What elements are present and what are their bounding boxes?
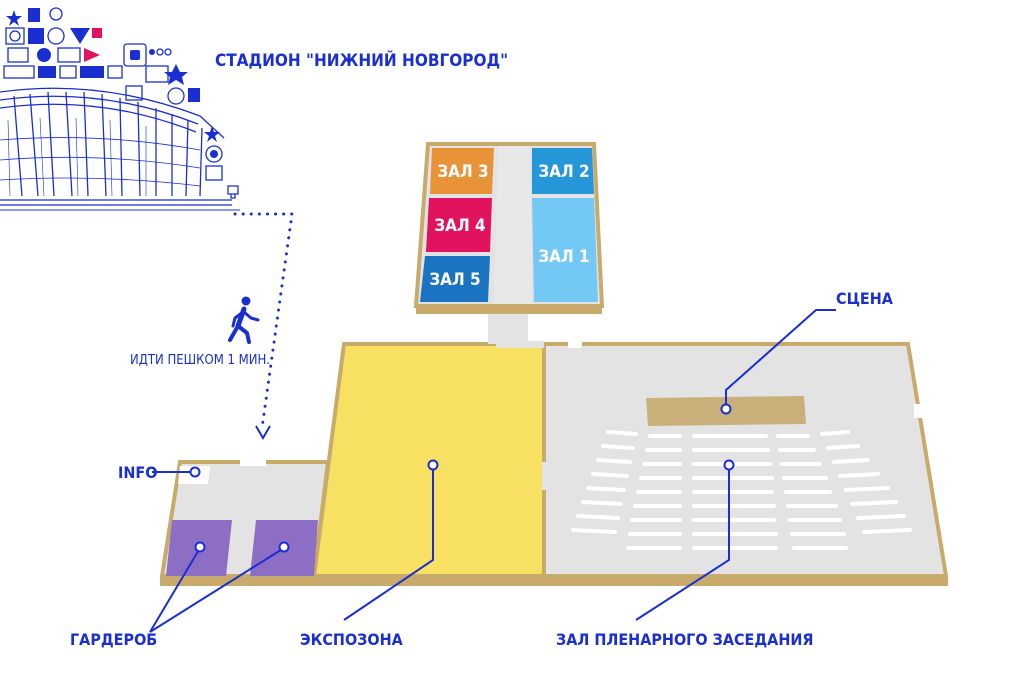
hall-zal1-label: ЗАЛ 1: [538, 247, 589, 267]
seating-block-1: [571, 430, 638, 534]
info-label: INFO: [118, 463, 157, 482]
expo-zone: [311, 342, 546, 578]
walk-path: [233, 212, 294, 440]
hall-zal2-label: ЗАЛ 2: [538, 162, 589, 182]
upper-halls: [413, 142, 605, 344]
hall-zal5: [420, 256, 490, 302]
stadium-illustration: [0, 7, 240, 211]
seating-block-2: [626, 434, 682, 550]
hall-zal4-label: ЗАЛ 4: [434, 216, 485, 236]
hall-zal3: [430, 148, 494, 194]
wardrobe-label: ГАРДЕРОБ: [70, 630, 157, 649]
sport-icons-mosaic: [3, 7, 239, 199]
hall-zal1: [532, 198, 598, 302]
walk-time-label: ИДТИ ПЕШКОМ 1 МИН.: [130, 353, 270, 368]
hall-zal4: [426, 198, 492, 252]
stage-label: СЦЕНА: [836, 289, 894, 308]
corridor: [488, 306, 528, 344]
callout-lines: [149, 309, 836, 633]
seating-block-5: [820, 430, 912, 534]
expo-label: ЭКСПОЗОНА: [300, 630, 404, 649]
walking-person-icon: [228, 296, 260, 344]
hall-zal3-label: ЗАЛ 3: [437, 162, 488, 182]
hall-zal2: [532, 148, 594, 194]
stadium-title: СТАДИОН "НИЖНИЙ НОВГОРОД": [215, 49, 508, 71]
stadium-facade: [0, 87, 240, 211]
plenary-label: ЗАЛ ПЛЕНАРНОГО ЗАСЕДАНИЯ: [556, 630, 814, 649]
seating-block-4: [776, 434, 848, 550]
hall-zal5-label: ЗАЛ 5: [429, 270, 480, 290]
